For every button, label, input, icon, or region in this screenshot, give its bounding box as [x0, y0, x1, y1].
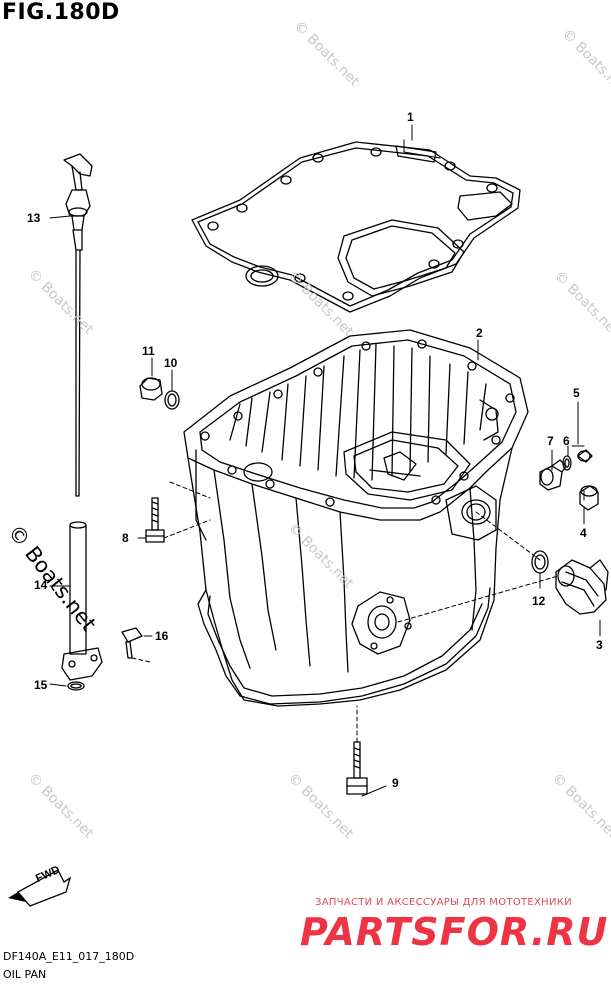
- callout-6: 6: [563, 434, 570, 448]
- callout-3: 3: [596, 638, 603, 652]
- plug-part-11: [139, 377, 163, 401]
- callout-12: 12: [532, 594, 546, 608]
- drain-plug-part-3: [555, 559, 609, 615]
- callout-5: 5: [573, 386, 580, 400]
- callout-16: 16: [155, 629, 169, 643]
- callout-9: 9: [392, 776, 399, 790]
- callout-4: 4: [580, 526, 587, 540]
- o-ring-part-12: [531, 550, 549, 574]
- bolt-part-16: [121, 627, 143, 659]
- callout-7: 7: [547, 434, 554, 448]
- callout-13: 13: [27, 211, 41, 225]
- bolt-part-8: [145, 497, 165, 543]
- bolt-part-5: [577, 449, 593, 463]
- figure-title: FIG.180D: [2, 0, 120, 25]
- gasket-part-10: [164, 390, 180, 410]
- guide-tube-part-14: [61, 521, 103, 681]
- oil-pan-part-2: [183, 329, 529, 707]
- callout-14: 14: [34, 578, 48, 592]
- callout-15: 15: [34, 678, 48, 692]
- callout-1: 1: [407, 110, 414, 124]
- dipstick-part-13: [63, 153, 93, 497]
- figure-caption: OIL PAN: [3, 968, 47, 981]
- brand-logo: PARTSFOR.RU: [300, 910, 609, 954]
- callout-11: 11: [142, 344, 155, 358]
- callout-8: 8: [122, 531, 129, 545]
- bolt-part-9: [346, 741, 368, 795]
- promo-tagline: ЗАПЧАСТИ И АКСЕССУАРЫ ДЛЯ МОТОТЕХНИКИ: [315, 897, 572, 908]
- fwd-arrow-icon: [8, 869, 72, 907]
- plug-part-4: [579, 485, 599, 511]
- callout-10: 10: [164, 356, 178, 370]
- o-ring-part-15: [67, 681, 85, 691]
- figure-code: DF140A_E11_017_180D: [3, 950, 135, 963]
- leader-lines: [49, 124, 601, 797]
- fitting-part-7: [539, 459, 567, 491]
- gasket-part-1: [191, 139, 521, 313]
- callout-2: 2: [476, 326, 483, 340]
